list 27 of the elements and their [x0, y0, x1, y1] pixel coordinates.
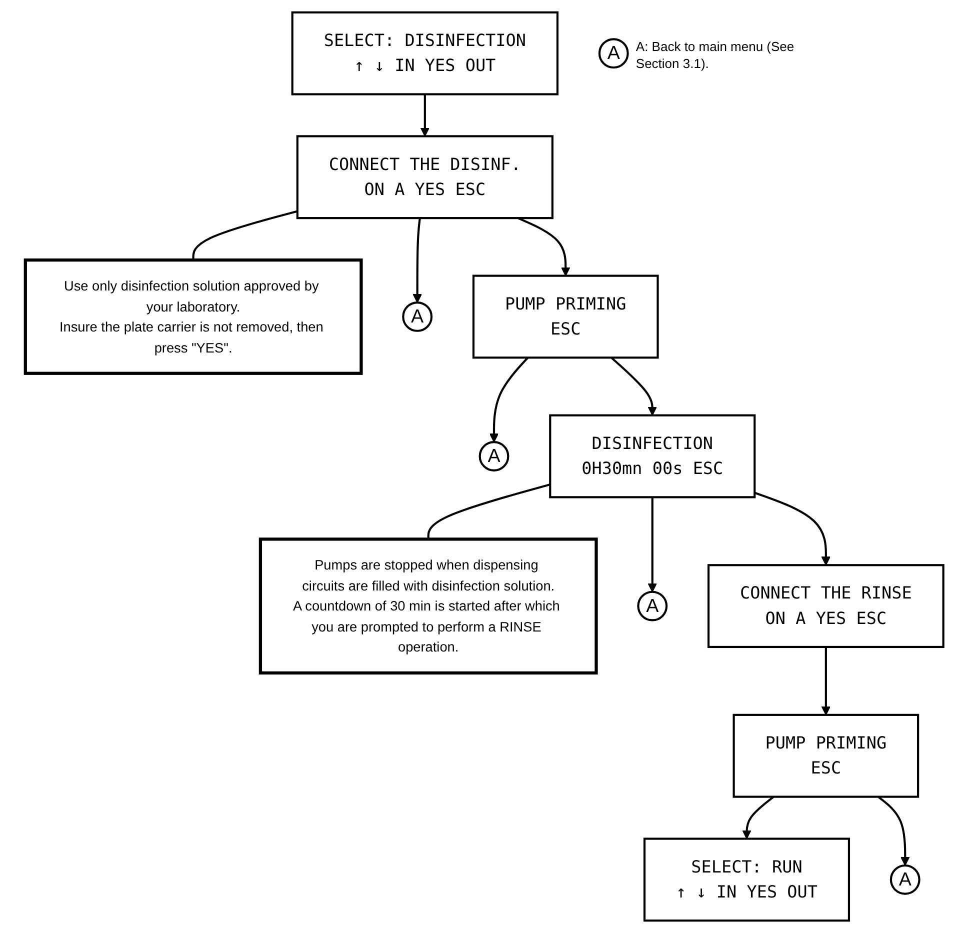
arrow — [518, 217, 570, 276]
node-box: CONNECT THE RINSE ON A YES ESC — [708, 564, 944, 648]
node-box: Pumps are stopped when dispensing circuits are filled with disinfection solution. A countdown of 30 min is started after which you are prompted to perform a RINSE operation. — [259, 538, 598, 675]
arrow — [420, 94, 430, 137]
arrow — [490, 356, 529, 442]
node-box: PUMP PRIMING ESC — [732, 714, 920, 798]
arrow — [878, 796, 910, 866]
arrow — [610, 356, 658, 416]
node-box: PUMP PRIMING ESC — [472, 274, 659, 359]
node-circle: A — [890, 864, 920, 895]
node-circle: A — [402, 301, 433, 332]
arrow — [412, 218, 422, 303]
node-box: DISINFECTION 0H30mn 00s ESC — [549, 414, 756, 498]
node-box: SELECT: RUN ↑ ↓ IN YES OUT — [644, 838, 850, 922]
node-circle: A — [637, 590, 668, 622]
node-circle: A — [598, 38, 629, 69]
arrow — [821, 646, 831, 716]
arrow — [754, 492, 831, 566]
node-box: CONNECT THE DISINF. ON A YES ESC — [296, 135, 554, 220]
connector — [427, 484, 551, 540]
arrow — [742, 796, 774, 840]
node-circle: A — [478, 441, 510, 472]
legend-text: A: Back to main menu (See Section 3.1). — [636, 39, 796, 73]
node-box: SELECT: DISINFECTION ↑ ↓ IN YES OUT — [291, 11, 559, 96]
node-box: Use only disinfection solution approved by your laboratory. Insure the plate carrier is not removed, then press "YES". — [24, 258, 363, 375]
arrow — [648, 497, 658, 592]
connector — [192, 210, 298, 260]
